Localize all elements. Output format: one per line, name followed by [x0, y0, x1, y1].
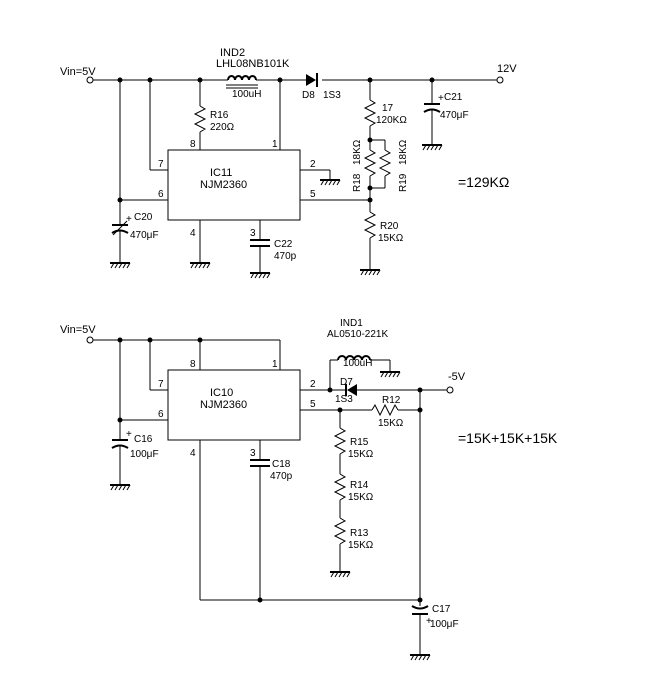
ic11-pin5: 5: [310, 189, 316, 200]
resistor-r19: [378, 149, 392, 177]
c17-ref: C17: [432, 604, 451, 615]
inductor-ind2: [226, 75, 258, 89]
r15-ref: R15: [350, 437, 369, 448]
resistor-r13: [333, 517, 347, 545]
ic10-pin1: 1: [272, 359, 278, 370]
diode-d7: [345, 384, 357, 396]
vin-label-2: Vin=5V: [60, 324, 96, 336]
ic10-ref: IC10: [210, 387, 233, 399]
r20-val: 15KΩ: [378, 233, 404, 244]
resistor-r15: [333, 427, 347, 455]
ic11-part: NJM2360: [200, 179, 247, 191]
r18-val: 18KΩ: [352, 139, 363, 165]
r15-val: 15KΩ: [348, 449, 374, 460]
ic11-body: [167, 149, 301, 221]
ic10-body: [167, 369, 301, 441]
r16-val: 220Ω: [210, 122, 235, 133]
ic10-pin7: 7: [158, 379, 164, 390]
r18-ref: R18: [352, 173, 363, 192]
c16-ref: C16: [134, 434, 153, 445]
ic10-pin3: 3: [250, 448, 256, 459]
circuit-inverting-5v: Vin=5V IC10 NJM2360 8 1 7 6 2 5 4 3 + C1…: [60, 318, 558, 661]
r13-val: 15KΩ: [348, 540, 374, 551]
c20-val: 470μF: [130, 230, 159, 241]
d7-ref: D7: [340, 377, 353, 388]
c21-val: 470μF: [440, 110, 469, 121]
resistor-r17: [363, 99, 377, 127]
d7-part: 1S3: [335, 394, 353, 405]
ic11-pin6: 6: [158, 189, 164, 200]
r-total-note: =129KΩ: [458, 174, 509, 190]
ic10-pin2: 2: [310, 379, 316, 390]
r17-ref: 17: [382, 103, 394, 114]
c18-val: 470p: [270, 471, 293, 482]
ic10-pin8: 8: [190, 359, 196, 370]
d8-ref: D8: [302, 90, 315, 101]
r19-ref: R19: [398, 173, 409, 192]
ic11-pin4: 4: [190, 228, 196, 239]
inductor-ind1: [337, 355, 371, 361]
resistor-r16: [193, 105, 207, 133]
c22-ref: C22: [274, 239, 293, 250]
ind2-ref: IND2: [220, 47, 245, 59]
ic11-ref: IC11: [210, 167, 232, 179]
ind2-part: LHL08NB101K: [216, 58, 290, 70]
svg-text:+: +: [126, 429, 132, 440]
r20-ref: R20: [380, 221, 399, 232]
circuit-boost-12v: Vin=5V 12V IND2 LHL08NB101K 100uH D8 1S3…: [60, 47, 517, 279]
ic10-pin5: 5: [310, 399, 316, 410]
ic10-part: NJM2360: [200, 399, 247, 411]
c22-val: 470p: [274, 251, 297, 262]
resistor-r12: [371, 403, 399, 417]
r14-val: 15KΩ: [348, 492, 374, 503]
r13-ref: R13: [350, 528, 369, 539]
ic11-pin8: 8: [190, 139, 196, 150]
r12-ref: R12: [382, 395, 401, 406]
ind1-ref: IND1: [340, 318, 363, 329]
ic10-pin6: 6: [158, 409, 164, 420]
resistor-r20: [363, 211, 377, 239]
c17-val: 100μF: [430, 619, 459, 630]
r16-ref: R16: [210, 110, 229, 121]
c20-ref: C20: [134, 212, 153, 223]
svg-text:+: +: [426, 616, 432, 627]
ic10-pin4: 4: [190, 448, 196, 459]
ic11-pin3: 3: [250, 228, 256, 239]
resistor-r18: [363, 149, 377, 177]
capacitor-c20: +: [111, 214, 132, 236]
svg-text:+: +: [438, 93, 444, 104]
capacitor-c16: +: [111, 429, 132, 449]
r17-val: 120KΩ: [376, 115, 407, 126]
ind1-value: 100uH: [343, 358, 372, 369]
vout-label-2: -5V: [448, 371, 466, 383]
ind2-value: 100uH: [232, 89, 261, 100]
c16-val: 100μF: [130, 449, 159, 460]
resistor-r14: [333, 473, 347, 501]
r12-val: 15KΩ: [378, 418, 404, 429]
ic11-pin1: 1: [272, 139, 278, 150]
capacitor-c21: +: [423, 93, 444, 113]
ic11-pin2: 2: [310, 159, 316, 170]
vin-label: Vin=5V: [60, 66, 96, 78]
vout-label: 12V: [497, 63, 517, 75]
vout-terminal-2: [446, 386, 454, 394]
d8-part: 1S3: [323, 90, 341, 101]
r19-val: 18KΩ: [398, 139, 409, 165]
ind1-part: AL0510-221K: [327, 329, 388, 340]
vin-terminal-2: [86, 336, 94, 344]
r-sum-note: =15K+15K+15K: [458, 430, 558, 446]
ic11-pin7: 7: [158, 159, 164, 170]
svg-text:+: +: [126, 214, 132, 225]
c21-ref: C21: [444, 92, 463, 103]
diode-d8: [306, 73, 318, 87]
r14-ref: R14: [350, 480, 369, 491]
c18-ref: C18: [272, 459, 291, 470]
capacitor-c17: +: [411, 605, 432, 627]
vout-terminal: [496, 76, 504, 84]
